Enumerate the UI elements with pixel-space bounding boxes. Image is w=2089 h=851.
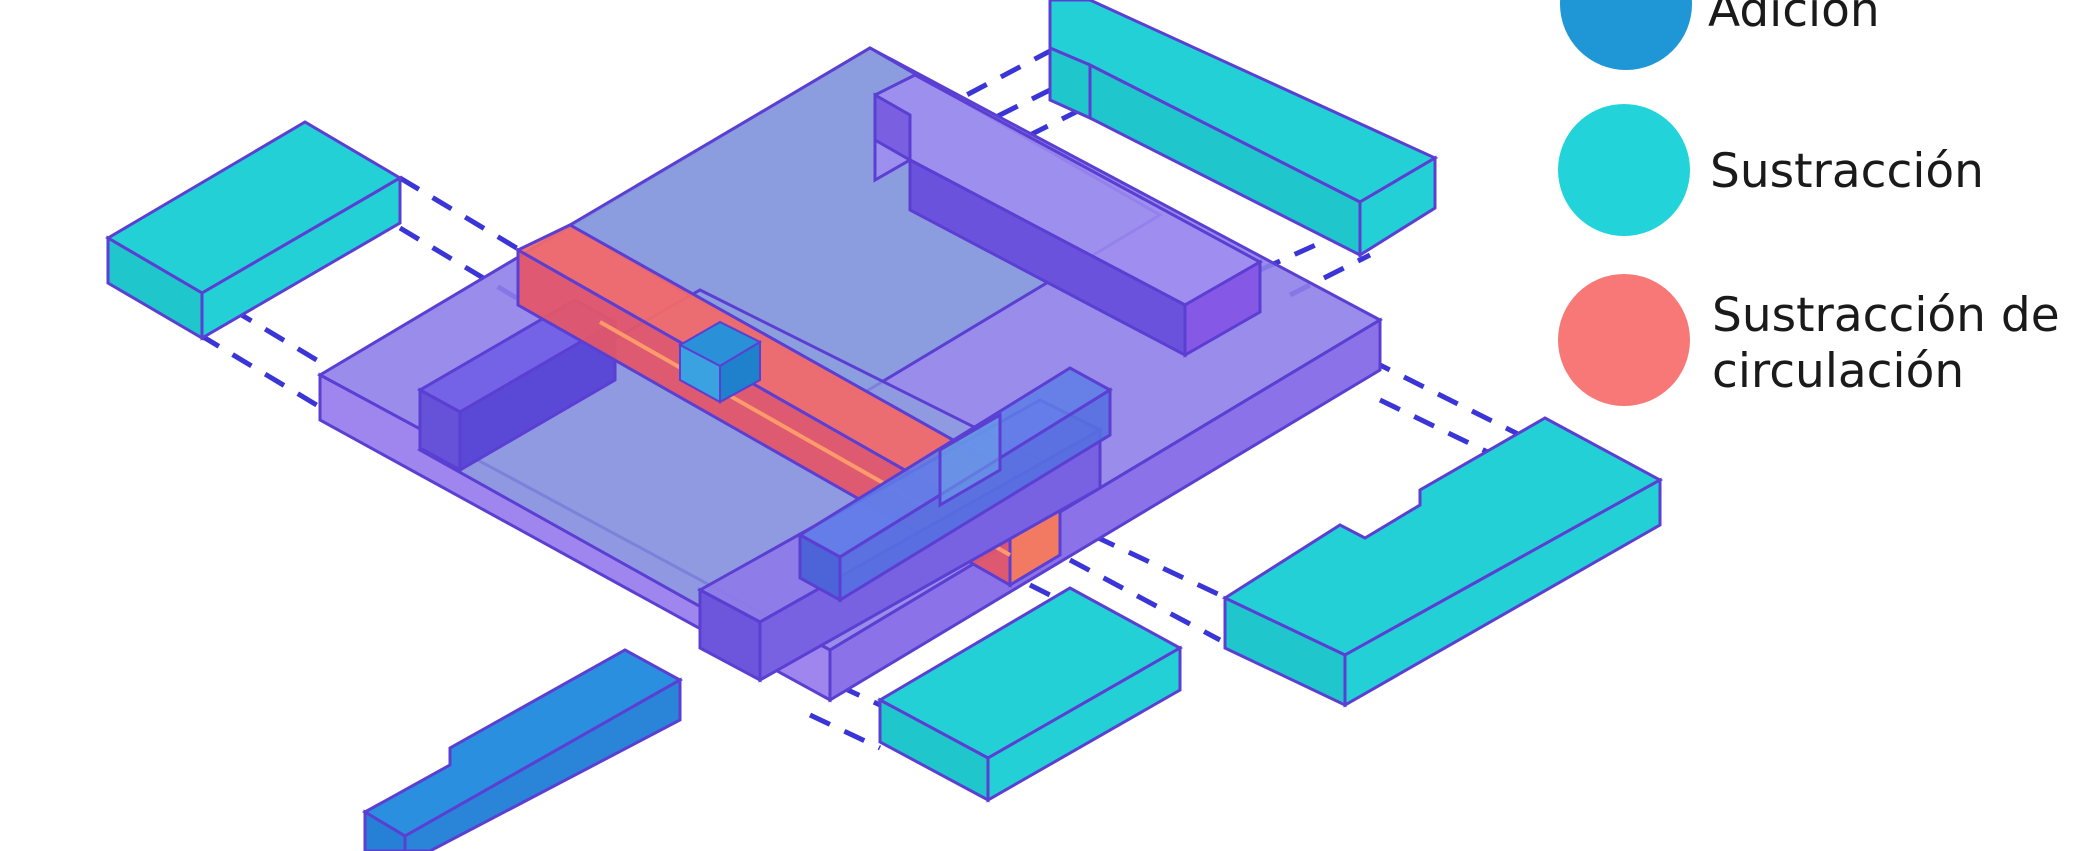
bottom-subtraction-block bbox=[876, 586, 1184, 803]
left-subtraction-block bbox=[105, 120, 403, 341]
center-blue-addition-bar bbox=[797, 366, 1113, 603]
right-subtraction-block bbox=[1221, 416, 1664, 708]
legend-sustraccion-label: Sustracción bbox=[1710, 144, 1984, 199]
bottom-left-addition-block bbox=[361, 648, 684, 851]
top-right-subtraction-block bbox=[1048, 0, 1439, 258]
legend-sustraccion-circulacion-label-line2: circulación bbox=[1712, 344, 1965, 399]
legend-sustraccion-circulacion-swatch bbox=[1558, 274, 1690, 406]
legend-adicion-label: Adición bbox=[1708, 0, 1880, 38]
upper-purple-volume bbox=[873, 73, 1264, 358]
center-addition-cube bbox=[677, 320, 763, 404]
legend-sustraccion-swatch bbox=[1558, 104, 1690, 236]
legend-sustraccion-circulacion-label-line1: Sustracción de bbox=[1712, 288, 2060, 343]
base-right-face bbox=[828, 317, 1382, 703]
